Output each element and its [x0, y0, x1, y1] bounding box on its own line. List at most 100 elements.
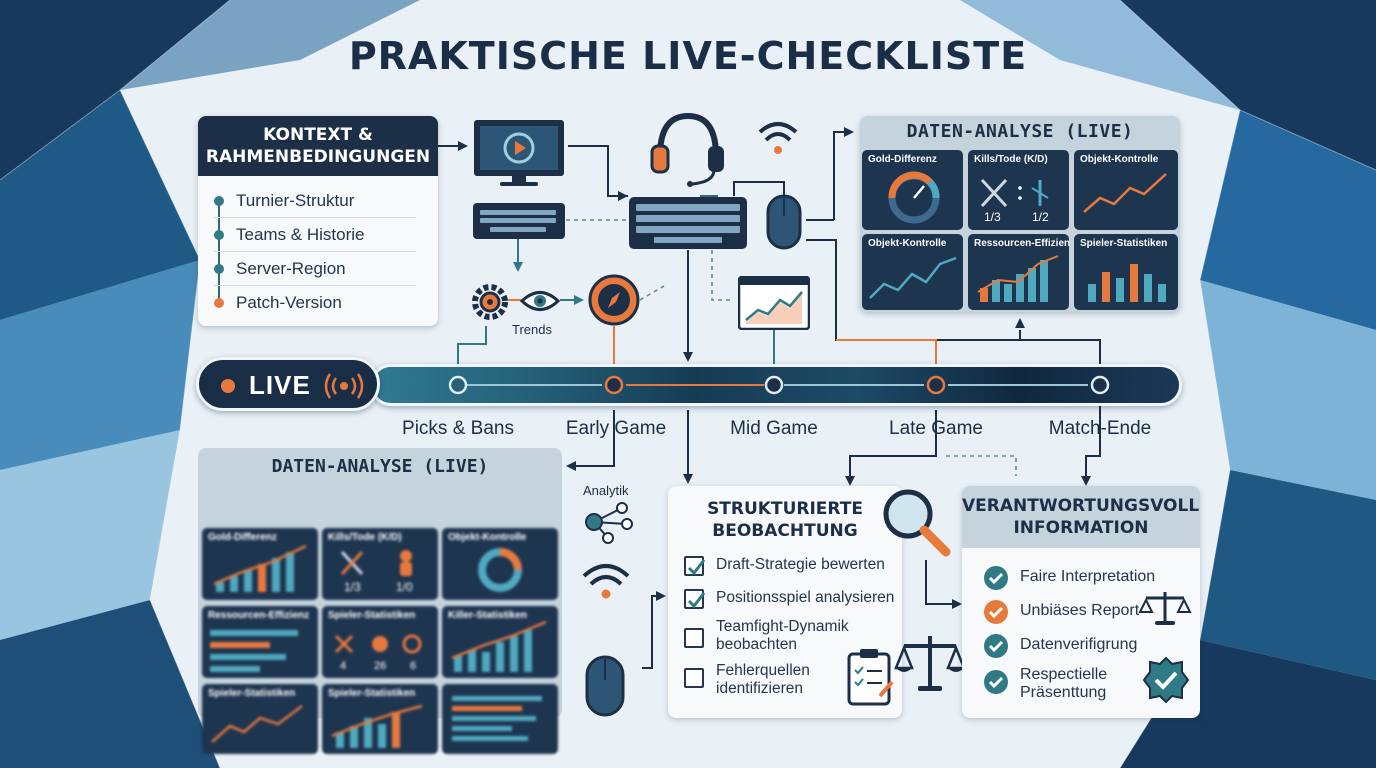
observation-item[interactable]: Positionsspiel analysieren [684, 589, 900, 609]
tile-player-stats: Spieler-Statistiken [1074, 234, 1178, 310]
tile-objective-control: Objekt-Kontrolle [1074, 150, 1178, 230]
kd-value: 1/0 [396, 580, 413, 594]
observation-item-label-line2: beobachten [716, 636, 798, 653]
context-item-label: Turnier-Struktur [236, 190, 355, 210]
checkbox-checked[interactable] [684, 556, 706, 576]
responsible-item: Respectielle Präsenttung [984, 666, 1107, 702]
analytics-label: Analytik [583, 483, 629, 498]
tile-gold-difference: Gold-Differenz [202, 528, 318, 600]
tile-objective-control: Objekt-Kontrolle [862, 234, 963, 310]
responsible-title-line1: VERANTWORTUNGSVOLLE [962, 496, 1200, 516]
analysis-panel-bottom: DATEN-ANALYSE (LIVE) Gold-Differenz Kill… [198, 448, 562, 754]
responsible-item-label: Unbiäses Report [1020, 602, 1140, 619]
check-circle-icon [984, 600, 1008, 624]
scale-icon [1138, 592, 1192, 625]
context-card: KONTEXT & RAHMENBEDINGUNGEN Turnier-Stru… [198, 116, 438, 326]
tile-resource-efficiency: Ressourcen-Effizienz [968, 234, 1069, 310]
compass-icon [588, 274, 640, 326]
magnifier-icon [883, 489, 951, 557]
trends-label: Trends [512, 322, 552, 337]
observation-title-line2: BEOBACHTUNG [712, 521, 858, 541]
list-bars-icon [452, 696, 542, 741]
context-card-header: KONTEXT & RAHMENBEDINGUNGEN [198, 116, 438, 176]
stage-marker [604, 375, 624, 395]
checkbox-checked[interactable] [684, 589, 706, 609]
check-circle-icon [984, 566, 1008, 590]
bar-chart-icon [451, 620, 547, 672]
tile-label: Kills/Tode (K/D) [328, 532, 402, 543]
tile-label: Spieler-Statistiken [208, 688, 296, 699]
tile-label: Objekt-Kontrolle [1080, 154, 1159, 165]
observation-item[interactable]: Draft-Strategie bewerten [684, 556, 900, 576]
tile-kills-deaths: Kills/Tode (K/D) 1/3 1/2 [968, 150, 1069, 230]
context-item: Turnier-Struktur [214, 184, 416, 218]
stat-value: 26 [374, 660, 387, 672]
gear-icon [472, 284, 508, 320]
live-label: LIVE [249, 370, 311, 400]
responsible-item-label: Respectielle [1020, 666, 1108, 683]
live-indicator-dot [221, 379, 235, 393]
line-chart-icon [211, 705, 303, 743]
checkbox-unchecked[interactable] [684, 628, 704, 648]
tile-player-stats: Spieler-Statistiken [322, 684, 438, 754]
stage-label-early-game: Early Game [565, 418, 667, 439]
responsible-item-label-line2: Präsenttung [1020, 684, 1107, 701]
stage-marker [448, 375, 468, 395]
stats-icons [334, 634, 422, 654]
responsible-title-line2: INFORMATION [1013, 518, 1149, 538]
analysis-top-title: DATEN-ANALYSE (LIVE) [906, 121, 1134, 142]
context-title-line1: KONTEXT & [263, 125, 373, 145]
observation-item[interactable]: Teamfight-Dynamik beobachten [684, 618, 900, 654]
stage-label-late-game: Late Game [889, 418, 983, 439]
line-chart-icon [869, 256, 957, 299]
observation-item[interactable]: Fehlerquellen identifizieren [684, 662, 900, 698]
stage-marker [1090, 375, 1110, 395]
mouse-icon [766, 194, 802, 250]
tile-label: Ressourcen-Effizienz [208, 610, 310, 621]
stat-value: 4 [340, 660, 347, 672]
page-title: PRAKTISCHE LIVE-CHECKLISTE [348, 34, 1028, 78]
context-item-label: Patch-Version [236, 293, 342, 312]
monitor-icon [474, 120, 564, 186]
observation-item-label: Fehlerquellen [716, 662, 810, 679]
network-icon [585, 502, 633, 544]
wifi-icon [582, 564, 630, 599]
stage-label-match-end: Match-Ende [1048, 418, 1152, 439]
stage-marker [926, 375, 946, 395]
check-icon [687, 559, 706, 576]
kd-value: 1/3 [984, 210, 1001, 224]
tile-label: Spieler-Statistiken [328, 688, 416, 699]
context-item: Patch-Version [214, 286, 416, 320]
analysis-bottom-title: DATEN-ANALYSE (LIVE) [271, 456, 489, 477]
bar-chart-icon [331, 704, 423, 748]
context-list: Turnier-Struktur Teams & Historie Server… [198, 176, 438, 320]
responsible-info-card: VERANTWORTUNGSVOLLE INFORMATION Faire In… [962, 486, 1200, 718]
live-badge: LIVE [196, 357, 380, 411]
responsible-item-label: Faire Interpretation [1020, 568, 1156, 585]
context-list-connector [218, 202, 220, 302]
tile-gold-difference: Gold-Differenz [862, 150, 963, 230]
tile-label: Gold-Differenz [868, 154, 937, 165]
context-title-line2: RAHMENBEDINGUNGEN [205, 147, 431, 167]
line-chart-icon [1083, 173, 1167, 213]
scale-icon [894, 636, 966, 691]
analysis-panel-top: DATEN-ANALYSE (LIVE) Gold-Differenz Kill… [860, 116, 1180, 312]
bullet-dot [214, 263, 224, 274]
swords-icon [980, 178, 1049, 208]
swords-icon [340, 550, 412, 576]
check-circle-icon [984, 670, 1008, 694]
timeline-markers [448, 375, 1110, 395]
tile-label: Objekt-Kontrolle [448, 532, 527, 543]
tile-label: Spieler-Statistiken [328, 610, 416, 621]
checkbox-unchecked[interactable] [684, 668, 704, 688]
donut-chart-icon [478, 548, 522, 592]
responsible-item: Faire Interpretation [984, 566, 1156, 590]
observation-title: STRUKTURIERTE BEOBACHTUNG [668, 498, 902, 542]
tile-label: Objekt-Kontrolle [868, 238, 947, 249]
tile-label: Ressourcen-Effizienz [974, 238, 1069, 249]
tile-player-stats: Spieler-Statistiken 4 26 6 [322, 606, 438, 678]
keyboard-icon [473, 203, 565, 239]
kd-value: 1/2 [1032, 210, 1049, 224]
large-keyboard-icon [629, 197, 747, 249]
check-circle-icon [984, 634, 1008, 658]
